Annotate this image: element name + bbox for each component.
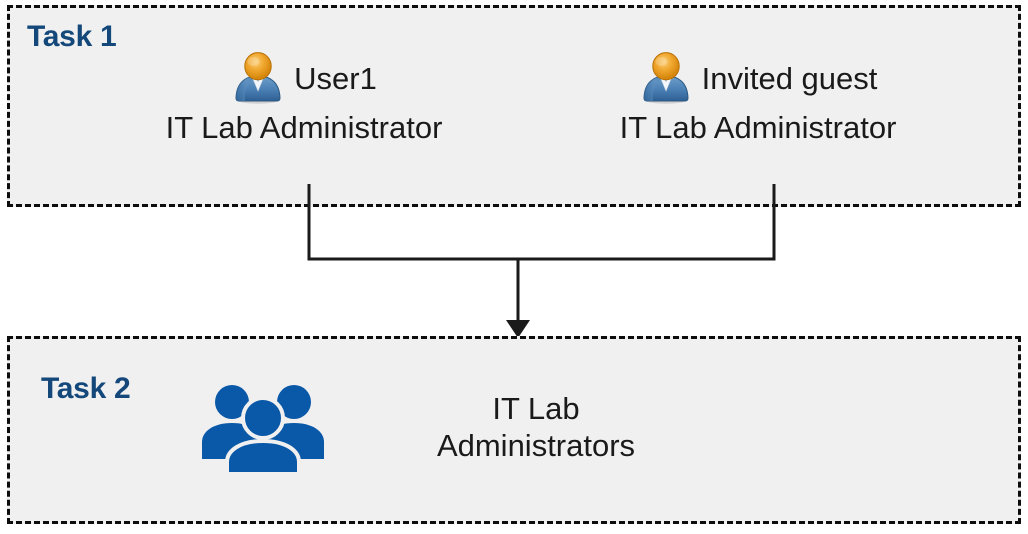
task-1-member-user1: User1 IT Lab Administrator bbox=[124, 50, 484, 143]
member-header-row: Invited guest bbox=[578, 50, 938, 106]
single-user-icon bbox=[235, 52, 281, 104]
group-name: IT Lab Administrators bbox=[366, 391, 706, 464]
task-1-member-invited-guest: Invited guest IT Lab Administrator bbox=[578, 50, 938, 143]
member-header-row: User1 bbox=[124, 50, 484, 106]
member-name: User1 bbox=[294, 60, 377, 96]
task-2-container bbox=[7, 336, 1021, 524]
member-role: IT Lab Administrator bbox=[165, 110, 443, 145]
member-name: Invited guest bbox=[701, 60, 878, 96]
group-name-line-1: IT Lab bbox=[492, 391, 580, 427]
member-role: IT Lab Administrator bbox=[619, 110, 897, 145]
single-user-icon bbox=[643, 52, 689, 104]
user-group-icon bbox=[202, 385, 324, 476]
task-2-label: Task 2 bbox=[41, 372, 131, 405]
task-1-container bbox=[7, 5, 1021, 207]
group-name-line-2: Administrators bbox=[436, 428, 636, 463]
task-2-group-row: IT Lab Administrators bbox=[196, 380, 836, 476]
task-1-label: Task 1 bbox=[27, 20, 117, 53]
